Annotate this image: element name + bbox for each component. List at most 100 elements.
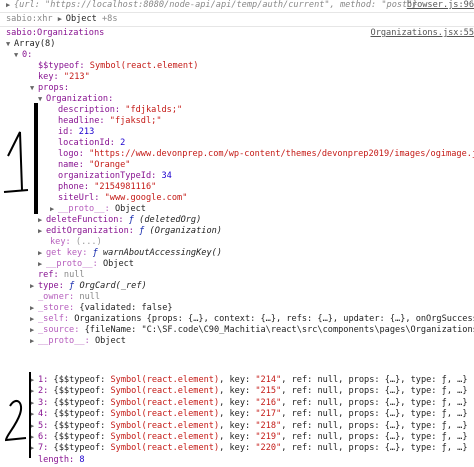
expand-triangle-icon[interactable]: ▶ bbox=[30, 376, 35, 384]
function-signature: (deletedOrg) bbox=[139, 215, 202, 225]
row-key-label: , key: bbox=[219, 409, 251, 420]
item-index: 1: bbox=[38, 375, 49, 385]
row-open: {$$typeof: bbox=[53, 420, 106, 431]
prop-type[interactable]: ▶type: ƒ OrgCard(_ref) bbox=[0, 281, 474, 292]
prop-key: $$typeof: bbox=[38, 61, 85, 71]
prop-delete-function[interactable]: ▶deleteFunction: ƒ (deletedOrg) bbox=[0, 215, 474, 226]
expand-triangle-icon[interactable]: ▶ bbox=[38, 216, 43, 224]
separator bbox=[0, 26, 474, 27]
item-index: 4: bbox=[38, 409, 49, 420]
prop-organization-type-id: organizationTypeId: 34 bbox=[0, 171, 474, 182]
prop-source[interactable]: ▶_source: {fileName: "C:\SF.code\C90_Mac… bbox=[0, 325, 474, 336]
prop-key-label: siteUrl: bbox=[58, 193, 100, 203]
prop-key-label: length: bbox=[38, 455, 75, 465]
invoke-getter[interactable]: (...) bbox=[75, 237, 102, 247]
prop-key-label: __proto__: bbox=[58, 204, 110, 214]
row-symbol: Symbol(react.element) bbox=[110, 375, 220, 385]
prop-key-label: headline: bbox=[58, 116, 105, 126]
prop-organization[interactable]: ▼Organization: bbox=[0, 94, 474, 105]
prop-key-label: locationId: bbox=[58, 138, 115, 148]
prop-key-label: editOrganization: bbox=[46, 226, 134, 236]
array-item-row[interactable]: ▶1: {$$typeof: Symbol(react.element), ke… bbox=[0, 375, 474, 386]
array-item-row[interactable]: ▶4: {$$typeof: Symbol(react.element), ke… bbox=[0, 409, 474, 420]
expand-triangle-icon[interactable]: ▶ bbox=[38, 227, 43, 235]
prop-get-key[interactable]: ▶get key: ƒ warnAboutAccessingKey() bbox=[0, 248, 474, 259]
prop-self[interactable]: ▶_self: Organizations {props: {…}, conte… bbox=[0, 314, 474, 325]
prop-headline: headline: "fjaksdl;" bbox=[0, 116, 474, 127]
prop-props[interactable]: ▼props: bbox=[0, 83, 474, 94]
array-root[interactable]: ▼Array(8) bbox=[0, 39, 474, 50]
expand-triangle-icon[interactable]: ▶ bbox=[30, 410, 35, 419]
prop-name: name: "Orange" bbox=[0, 160, 474, 171]
collapse-triangle-icon[interactable]: ▼ bbox=[6, 40, 11, 48]
prop-edit-organization[interactable]: ▶editOrganization: ƒ (Organization) bbox=[0, 226, 474, 237]
array-length: length: 8 bbox=[0, 455, 474, 466]
prop-ref: ref: null bbox=[0, 270, 474, 281]
row-key-value: "220" bbox=[255, 443, 282, 454]
row-open: {$$typeof: bbox=[53, 375, 106, 385]
function-glyph: ƒ bbox=[69, 281, 75, 291]
prop-value: "213" bbox=[63, 72, 90, 82]
prop-value: "fdjkalds;" bbox=[125, 105, 183, 115]
expand-triangle-icon[interactable]: ▶ bbox=[30, 282, 35, 290]
prop-owner: _owner: null bbox=[0, 292, 474, 303]
xhr-object[interactable]: Object bbox=[65, 14, 97, 24]
request-object[interactable]: {url: "https://localhost:8080/node-api/a… bbox=[14, 0, 418, 10]
source-link-browser[interactable]: browser.js:96 bbox=[406, 0, 474, 10]
prop-key-label: id: bbox=[58, 127, 74, 137]
function-signature: (Organization) bbox=[149, 226, 222, 236]
expand-triangle-icon[interactable]: ▶ bbox=[30, 444, 35, 453]
collapse-triangle-icon[interactable]: ▼ bbox=[14, 51, 19, 59]
expand-triangle-icon[interactable]: ▶ bbox=[30, 315, 35, 323]
collapse-triangle-icon[interactable]: ▼ bbox=[30, 84, 35, 92]
array-item-row[interactable]: ▶3: {$$typeof: Symbol(react.element), ke… bbox=[0, 398, 474, 409]
prop-location-id: locationId: 2 bbox=[0, 138, 474, 149]
function-signature: OrgCard(_ref) bbox=[79, 281, 147, 291]
prop-key-label: key: bbox=[38, 72, 59, 82]
log-line-xhr: sabio:xhr ▶Object +8s bbox=[0, 14, 474, 25]
collapse-triangle-icon[interactable]: ▼ bbox=[38, 95, 43, 103]
row-open: {$$typeof: bbox=[53, 386, 106, 397]
prop-key-label: ref: bbox=[38, 270, 59, 280]
prop-value[interactable]: "https://www.devonprep.com/wp-content/th… bbox=[89, 149, 474, 159]
prop-store[interactable]: ▶_store: {validated: false} bbox=[0, 303, 474, 314]
expand-triangle-icon[interactable]: ▶ bbox=[30, 326, 35, 334]
row-open: {$$typeof: bbox=[53, 443, 106, 454]
expand-triangle-icon[interactable]: ▶ bbox=[30, 421, 35, 430]
prop-key-getter[interactable]: key: (...) bbox=[0, 237, 474, 248]
row-symbol: Symbol(react.element) bbox=[110, 443, 220, 454]
array-item-0[interactable]: ▼0: bbox=[0, 50, 474, 61]
expand-triangle-icon[interactable]: ▶ bbox=[30, 304, 35, 312]
row-symbol: Symbol(react.element) bbox=[110, 409, 220, 420]
expand-triangle-icon[interactable]: ▶ bbox=[50, 205, 55, 213]
expand-triangle-icon[interactable]: ▶ bbox=[57, 15, 62, 23]
array-item-row[interactable]: ▶2: {$$typeof: Symbol(react.element), ke… bbox=[0, 386, 474, 397]
array-item-row[interactable]: ▶5: {$$typeof: Symbol(react.element), ke… bbox=[0, 421, 474, 432]
expand-triangle-icon[interactable]: ▶ bbox=[38, 260, 43, 268]
expand-triangle-icon[interactable]: ▶ bbox=[30, 337, 35, 345]
prop-proto[interactable]: ▶__proto__: Object bbox=[0, 259, 474, 270]
function-glyph: ƒ bbox=[128, 215, 134, 225]
expand-triangle-icon[interactable]: ▶ bbox=[30, 387, 35, 396]
array-item-row[interactable]: ▶7: {$$typeof: Symbol(react.element), ke… bbox=[0, 443, 474, 454]
item-index: 0: bbox=[22, 50, 33, 60]
prop-logo: logo: "https://www.devonprep.com/wp-cont… bbox=[0, 149, 474, 160]
expand-triangle-icon[interactable]: ▶ bbox=[30, 433, 35, 441]
prop-proto[interactable]: ▶__proto__: Object bbox=[0, 204, 474, 215]
source-link-organizations[interactable]: Organizations.jsx:55 bbox=[370, 28, 474, 38]
prop-value: Object bbox=[114, 204, 146, 214]
log-line-request: ▶{url: "https://localhost:8080/node-api/… bbox=[0, 0, 474, 11]
expand-triangle-icon[interactable]: ▶ bbox=[6, 1, 11, 9]
expand-triangle-icon[interactable]: ▶ bbox=[30, 398, 35, 407]
prop-value: {fileName: "C:\SF.code\C90_Machitia\reac… bbox=[84, 325, 474, 335]
prop-key-label: logo: bbox=[58, 149, 84, 159]
expand-triangle-icon[interactable]: ▶ bbox=[38, 249, 43, 257]
array-item-row[interactable]: ▶6: {$$typeof: Symbol(react.element), ke… bbox=[0, 432, 474, 443]
row-key-value: "216" bbox=[255, 397, 282, 408]
prop-key-label: deleteFunction: bbox=[46, 215, 124, 225]
prop-key-label: phone: bbox=[58, 182, 90, 192]
prop-proto[interactable]: ▶__proto__: Object bbox=[0, 336, 474, 347]
prop-key-label: _store: bbox=[38, 303, 75, 313]
prop-key-label: props: bbox=[38, 83, 70, 93]
